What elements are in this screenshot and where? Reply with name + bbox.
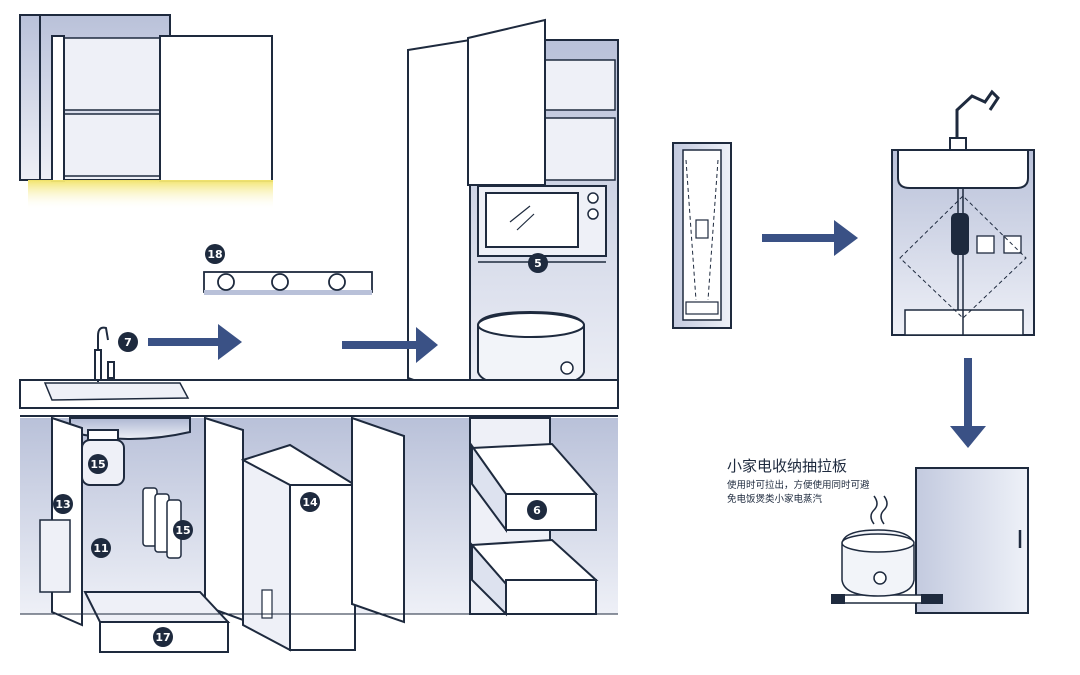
svg-text:18: 18 <box>207 248 222 261</box>
countertop <box>19 379 619 409</box>
faucet <box>94 326 115 382</box>
drawer-panel-desc-line2: 免电饭煲类小家电蒸汽 <box>727 494 823 505</box>
sink-cabinet-detail <box>891 89 1035 336</box>
callout-17: 17 <box>153 627 173 647</box>
drawer-panel-title: 小家电收纳抽拉板 <box>727 457 848 475</box>
drawer-panel-desc-line1: 使用时可拉出，方便使用同时可避 <box>727 480 870 491</box>
callout-11: 11 <box>91 538 111 558</box>
lower-cabinets <box>20 415 618 653</box>
callout-18: 18 <box>205 244 225 264</box>
svg-text:7: 7 <box>124 336 132 349</box>
hidden-socket-panel <box>672 142 732 329</box>
upper-wall-cabinet <box>19 14 273 182</box>
svg-text:15: 15 <box>90 458 105 471</box>
svg-text:17: 17 <box>155 631 170 644</box>
svg-text:11: 11 <box>93 542 108 555</box>
flow-arrows <box>148 220 986 448</box>
callout-15-purifier: 15 <box>88 454 108 474</box>
callout-7: 7 <box>118 332 138 352</box>
callout-14: 14 <box>300 492 320 512</box>
svg-text:13: 13 <box>55 498 70 511</box>
rice-cooker <box>477 310 585 388</box>
appliance-drawer-detail <box>831 467 1029 614</box>
svg-text:6: 6 <box>533 504 541 517</box>
svg-text:5: 5 <box>534 257 542 270</box>
power-track-strip <box>203 271 373 295</box>
callout-13: 13 <box>53 494 73 514</box>
callout-6: 6 <box>527 500 547 520</box>
led-under-light <box>28 180 273 210</box>
callout-5: 5 <box>528 253 548 273</box>
svg-text:14: 14 <box>302 496 318 509</box>
drawer-panel-description: 使用时可拉出，方便使用同时可避 免电饭煲类小家电蒸汽 <box>727 479 897 507</box>
svg-text:15: 15 <box>175 524 190 537</box>
callout-15-filters: 15 <box>173 520 193 540</box>
